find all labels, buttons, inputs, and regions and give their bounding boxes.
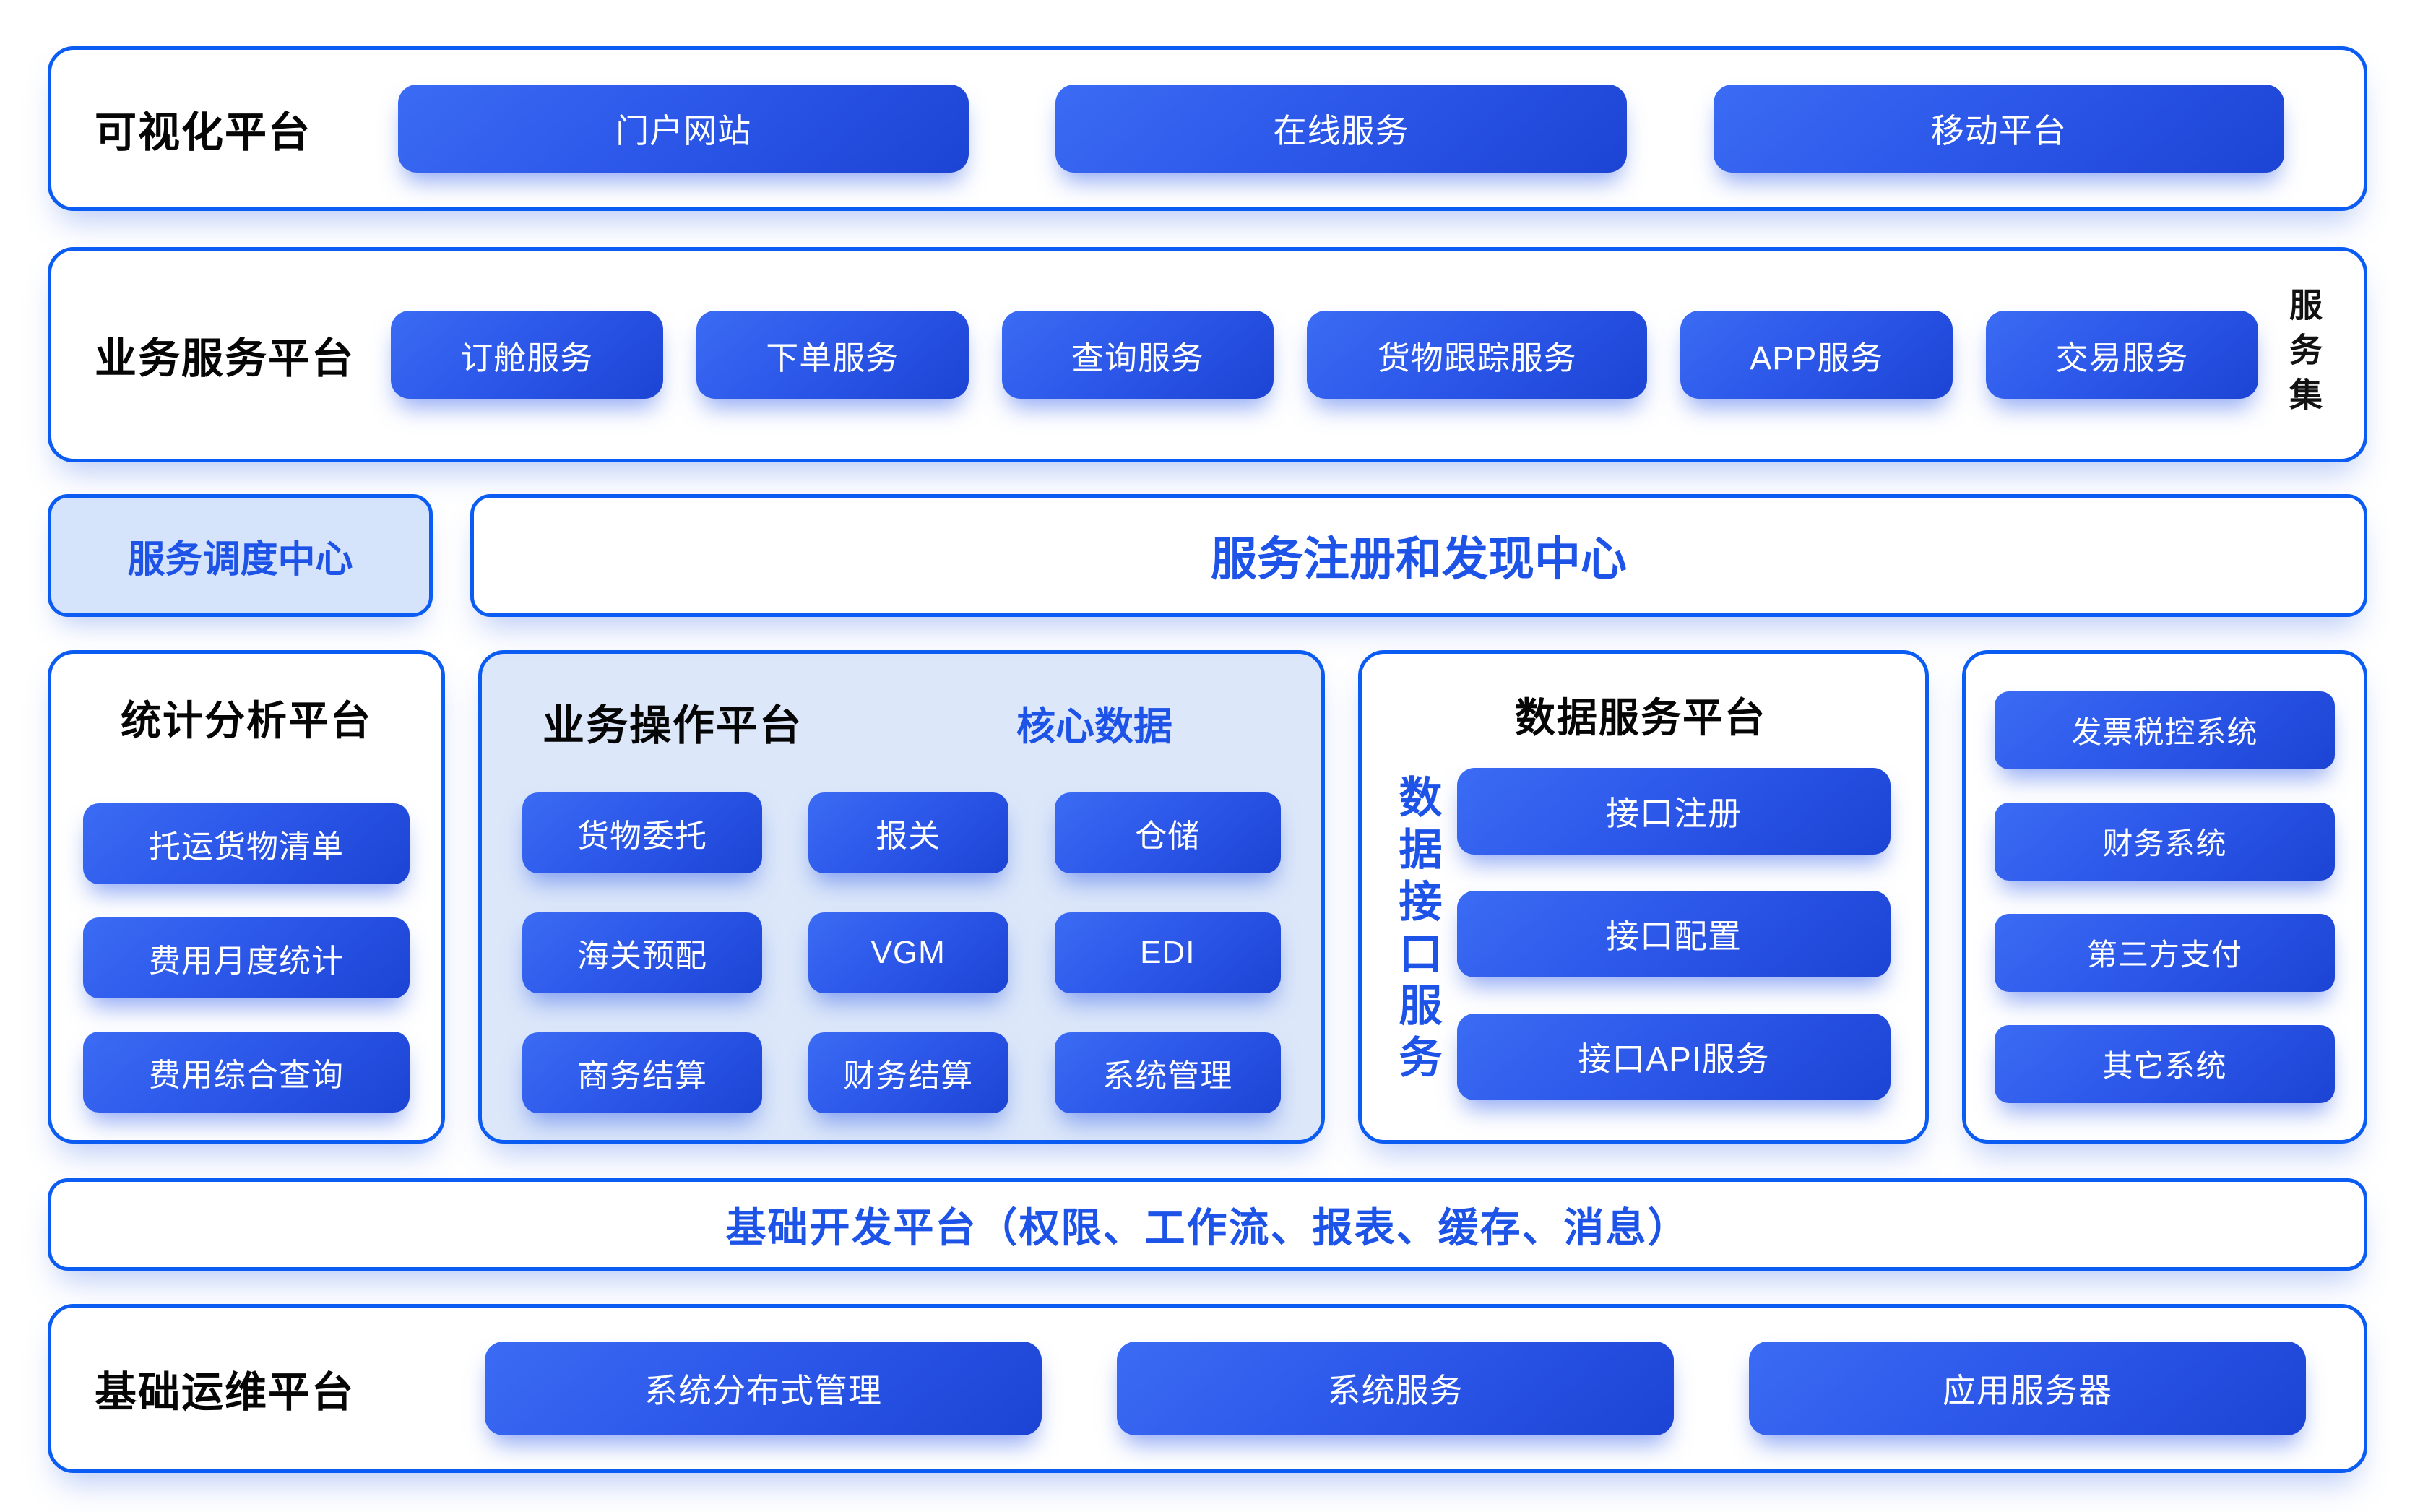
section-data-service-platform: 数据服务平台 数据接口服务 接口注册 接口配置 接口API服务 xyxy=(1358,650,1929,1144)
node-other-systems[interactable]: 其它系统 xyxy=(1995,1024,2335,1103)
node-cargo-tracking-service[interactable]: 货物跟踪服务 xyxy=(1307,311,1648,399)
node-app-service[interactable]: APP服务 xyxy=(1680,311,1953,399)
section-statistics-analysis-platform: 统计分析平台 托运货物清单 费用月度统计 费用综合查询 xyxy=(48,650,445,1144)
node-trade-service[interactable]: 交易服务 xyxy=(1986,311,2258,399)
node-vgm[interactable]: VGM xyxy=(808,912,1008,993)
visualization-platform-title: 可视化平台 xyxy=(95,109,312,156)
statistics-button-group: 托运货物清单 费用月度统计 费用综合查询 xyxy=(83,803,410,1113)
data-service-body: 数据接口服务 接口注册 接口配置 接口API服务 xyxy=(1391,750,1891,1140)
visualization-button-group: 门户网站 在线服务 移动平台 xyxy=(398,85,2284,173)
section-business-operation-platform: 业务操作平台 核心数据 货物委托 报关 仓储 海关预配 VGM EDI 商务结算… xyxy=(478,650,1325,1144)
node-comprehensive-fee-query[interactable]: 费用综合查询 xyxy=(83,1032,410,1113)
core-data-label: 核心数据 xyxy=(1016,705,1172,748)
section-external-systems: 发票税控系统 财务系统 第三方支付 其它系统 xyxy=(1962,650,2367,1144)
node-invoice-tax-system[interactable]: 发票税控系统 xyxy=(1995,691,2335,769)
middle-columns-row: 统计分析平台 托运货物清单 费用月度统计 费用综合查询 业务操作平台 核心数据 … xyxy=(48,650,2367,1144)
node-distributed-system-management[interactable]: 系统分布式管理 xyxy=(485,1342,1042,1435)
basic-ops-platform-title: 基础运维平台 xyxy=(95,1369,355,1416)
node-portal-website[interactable]: 门户网站 xyxy=(398,85,969,173)
operation-platform-header: 业务操作平台 核心数据 xyxy=(522,691,1281,752)
node-interface-registration[interactable]: 接口注册 xyxy=(1457,768,1891,855)
data-service-platform-title: 数据服务平台 xyxy=(1515,695,1766,740)
node-online-service[interactable]: 在线服务 xyxy=(1055,85,1627,173)
statistics-analysis-platform-title: 统计分析平台 xyxy=(121,698,372,743)
operation-button-grid: 货物委托 报关 仓储 海关预配 VGM EDI 商务结算 财务结算 系统管理 xyxy=(522,792,1281,1113)
node-service-dispatch-center[interactable]: 服务调度中心 xyxy=(48,494,433,617)
section-basic-development-platform: 基础开发平台（权限、工作流、报表、缓存、消息） xyxy=(48,1178,2367,1271)
ops-button-group: 系统分布式管理 系统服务 应用服务器 xyxy=(485,1342,2306,1435)
node-service-registry-discovery-center[interactable]: 服务注册和发现中心 xyxy=(470,494,2367,617)
node-order-service[interactable]: 下单服务 xyxy=(696,311,969,399)
section-business-service-platform: 业务服务平台 订舱服务 下单服务 查询服务 货物跟踪服务 APP服务 交易服务 … xyxy=(48,247,2367,462)
node-consignment-cargo-list[interactable]: 托运货物清单 xyxy=(83,803,410,884)
node-edi[interactable]: EDI xyxy=(1054,912,1281,993)
node-interface-configuration[interactable]: 接口配置 xyxy=(1457,891,1891,977)
business-operation-platform-title: 业务操作平台 xyxy=(543,702,803,749)
node-application-server[interactable]: 应用服务器 xyxy=(1749,1342,2306,1435)
data-interface-service-vertical-label: 数据接口服务 xyxy=(1393,774,1441,1087)
dispatch-row: 服务调度中心 服务注册和发现中心 xyxy=(48,494,2367,617)
node-mobile-platform[interactable]: 移动平台 xyxy=(1713,85,2284,173)
service-set-vertical-label: 服务集 xyxy=(2285,288,2323,422)
node-financial-settlement[interactable]: 财务结算 xyxy=(808,1032,1008,1113)
node-business-settlement[interactable]: 商务结算 xyxy=(522,1032,762,1113)
node-query-service[interactable]: 查询服务 xyxy=(1001,311,1274,399)
node-interface-api-service[interactable]: 接口API服务 xyxy=(1457,1014,1891,1100)
section-basic-ops-platform: 基础运维平台 系统分布式管理 系统服务 应用服务器 xyxy=(48,1304,2367,1473)
node-system-management[interactable]: 系统管理 xyxy=(1054,1032,1281,1113)
node-customs-declaration[interactable]: 报关 xyxy=(808,792,1008,873)
node-cargo-entrust[interactable]: 货物委托 xyxy=(522,792,762,873)
data-service-button-group: 接口注册 接口配置 接口API服务 xyxy=(1457,768,1891,1100)
business-service-button-group: 订舱服务 下单服务 查询服务 货物跟踪服务 APP服务 交易服务 xyxy=(391,311,2258,399)
node-financial-system[interactable]: 财务系统 xyxy=(1995,802,2335,881)
basic-development-platform-label: 基础开发平台（权限、工作流、报表、缓存、消息） xyxy=(725,1204,1690,1250)
section-visualization-platform: 可视化平台 门户网站 在线服务 移动平台 xyxy=(48,46,2367,211)
node-warehouse[interactable]: 仓储 xyxy=(1054,792,1281,873)
node-system-service[interactable]: 系统服务 xyxy=(1117,1342,1674,1435)
node-booking-service[interactable]: 订舱服务 xyxy=(391,311,663,399)
business-service-platform-title: 业务服务平台 xyxy=(95,335,355,382)
node-customs-pre-allocation[interactable]: 海关预配 xyxy=(522,912,762,993)
node-third-party-payment[interactable]: 第三方支付 xyxy=(1995,913,2335,992)
node-monthly-fee-statistics[interactable]: 费用月度统计 xyxy=(83,917,410,998)
